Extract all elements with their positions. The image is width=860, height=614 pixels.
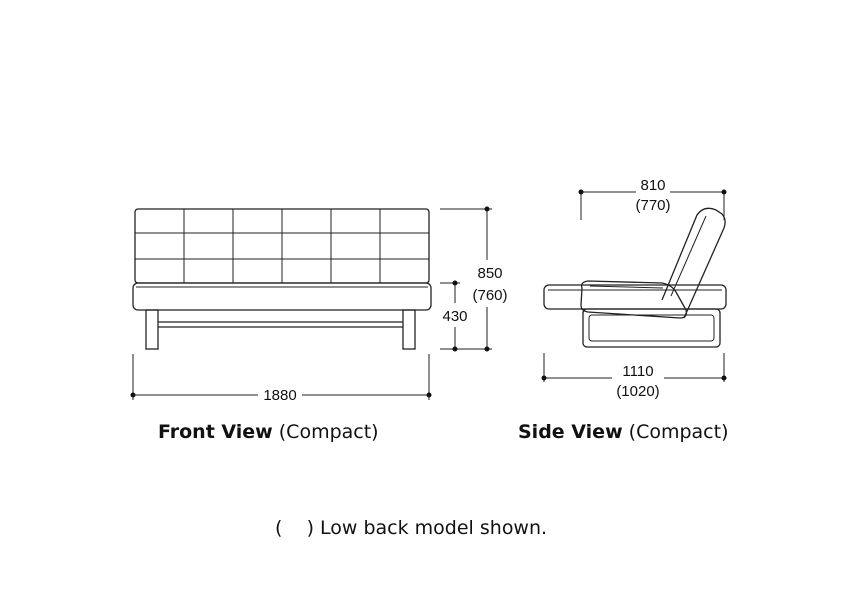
front-width-dimension: 1880 (130, 354, 432, 404)
side-depth-bottom-dimension: 1110 (1020) (541, 353, 727, 400)
front-height-alt-label: (760) (472, 287, 507, 304)
front-view-title: Front View (158, 421, 273, 443)
side-view-caption: Side View (Compact) (518, 421, 729, 443)
front-view-caption: Front View (Compact) (158, 421, 379, 443)
side-depth-top-dimension: 810 (770) (578, 177, 727, 220)
side-view-subtitle: (Compact) (622, 421, 729, 443)
front-view-sofa (132, 208, 432, 350)
side-view-title: Side View (518, 421, 623, 443)
side-depth-top-label: 810 (640, 177, 665, 194)
seat-height-label: 430 (442, 308, 467, 325)
side-depth-bottom-alt-label: (1020) (616, 383, 659, 400)
side-view-sofa (543, 207, 727, 348)
front-height-label: 850 (477, 265, 502, 282)
front-view-subtitle: (Compact) (272, 421, 379, 443)
footnote: ( ) Low back model shown. (275, 517, 548, 539)
front-width-label: 1880 (263, 387, 296, 404)
front-height-dimension: 850 (760) 430 (440, 206, 508, 352)
side-depth-bottom-label: 1110 (622, 363, 653, 380)
side-depth-top-alt-label: (770) (635, 197, 670, 214)
